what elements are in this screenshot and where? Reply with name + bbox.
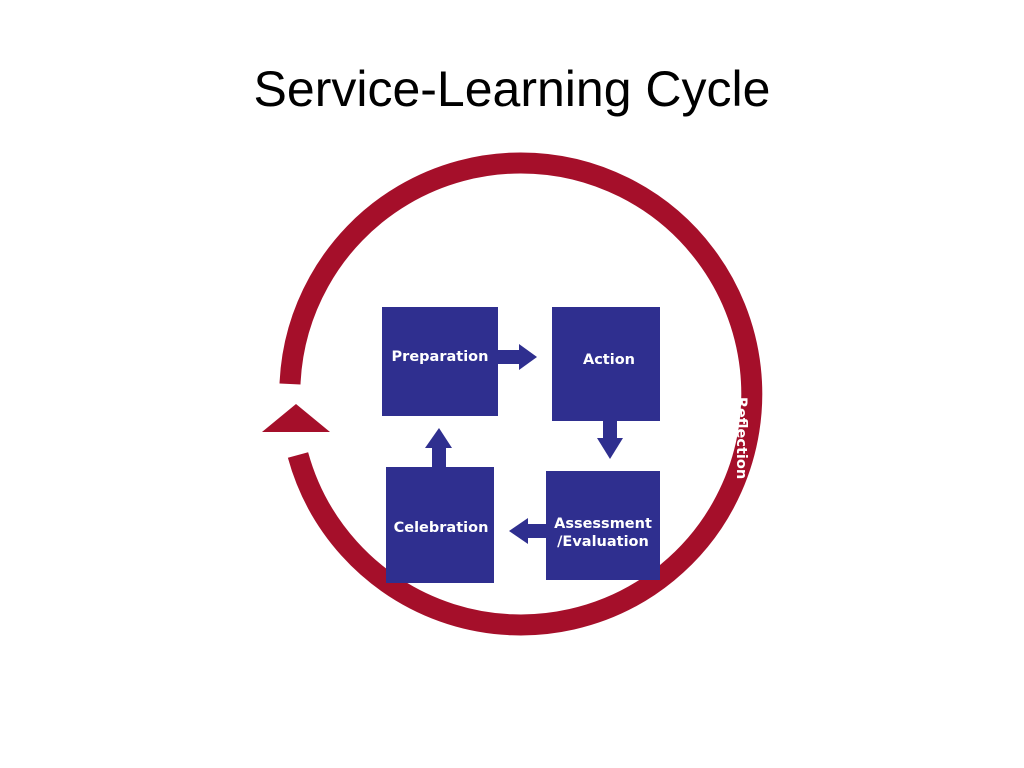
arrow-up-icon [425,428,452,468]
ring-label-top: Reflection [482,212,564,228]
step-label-assessment-line1: Assessment [554,516,652,532]
step-box-preparation [382,307,498,416]
reflection-ring [279,152,763,636]
step-box-celebration [386,467,494,583]
arrow-right-icon [497,344,537,370]
arrow-down-icon [597,420,623,459]
arrow-left-icon [509,518,547,544]
step-box-action [552,307,660,421]
ring-arrowhead-icon [262,404,330,432]
step-box-assessment [546,471,660,580]
step-label-action: Action [583,352,635,368]
step-label-celebration: Celebration [394,520,489,536]
step-label-assessment-line2: /Evaluation [557,534,649,550]
step-label-preparation: Preparation [392,349,489,365]
ring-label-bottom: Reflection [480,658,562,674]
slide-title: Service-Learning Cycle [253,61,771,117]
ring-label-right: Reflection [733,397,749,479]
